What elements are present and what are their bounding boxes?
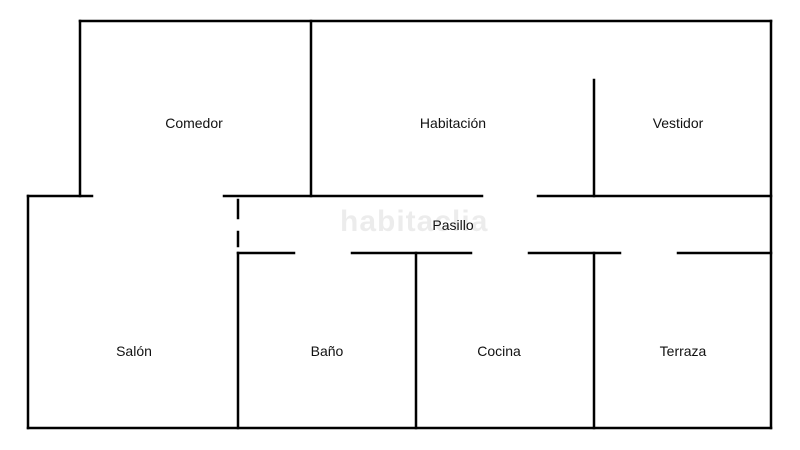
room-label-cocina: Cocina	[477, 343, 521, 359]
room-label-habitacion: Habitación	[419, 115, 487, 131]
room-label-bano: Baño	[310, 343, 344, 359]
room-label-vestidor: Vestidor	[652, 115, 704, 131]
room-label-comedor: Comedor	[165, 115, 223, 131]
room-label-pasillo: Pasillo	[432, 217, 474, 233]
watermark-logo: habitaclia	[340, 205, 489, 238]
room-label-salon: Salón	[116, 343, 152, 359]
room-label-terraza: Terraza	[659, 343, 707, 359]
